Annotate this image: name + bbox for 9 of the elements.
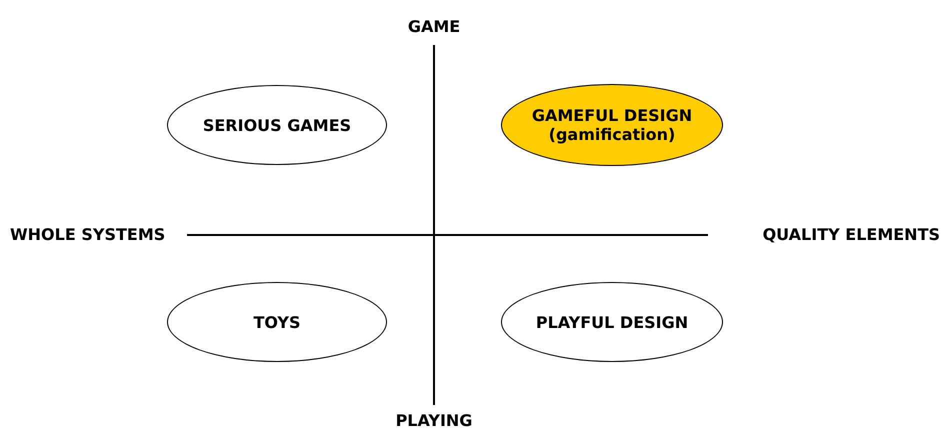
node-title: TOYS [253, 312, 301, 332]
axis-label: WHOLE SYSTEMS [10, 225, 166, 245]
axis-label: QUALITY ELEMENTS [762, 225, 940, 245]
node-title: SERIOUS GAMES [202, 116, 352, 134]
node-title: GAMEFUL DESIGN [532, 106, 692, 125]
axis-label: PLAYING [396, 411, 472, 430]
axis-label: GAME [408, 17, 460, 37]
node-title: PLAYFUL DESIGN [536, 312, 688, 332]
node-subtitle: (gamification) [548, 125, 676, 144]
